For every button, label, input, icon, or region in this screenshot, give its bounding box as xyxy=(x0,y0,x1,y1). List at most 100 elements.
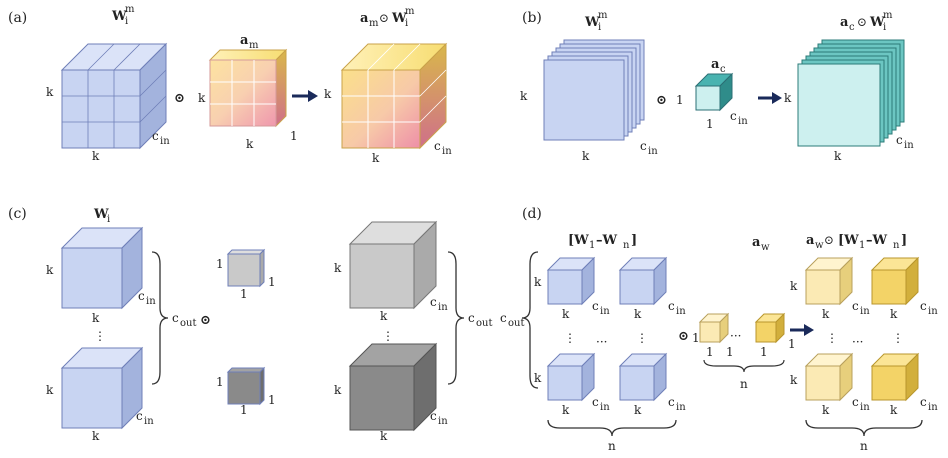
d-weight-cube-2-front xyxy=(619,269,655,305)
panel-b-weight-sup: m xyxy=(598,10,608,21)
panel-a-res-cin: c xyxy=(434,139,441,153)
panel-a-res-w: W xyxy=(391,11,407,26)
a-grid-side xyxy=(139,69,167,97)
panel-b-label: (b) xyxy=(522,10,542,26)
panel-c-res-cin-sub-top: in xyxy=(438,302,448,313)
panel-a-res-w-sup: m xyxy=(405,6,415,17)
panel-b-cin: c xyxy=(640,139,647,153)
panel-d-res-cin-r1c1: c xyxy=(852,299,859,313)
d-res-cube-4-front xyxy=(871,365,907,401)
panel-d-res-cin-sub-r1c1: in xyxy=(860,306,870,317)
panel-d-cin-sub-r2c2: in xyxy=(676,402,686,413)
panel-d-group-open: [W xyxy=(568,233,589,248)
a-res-front xyxy=(341,69,421,149)
panel-d-k-left-r1c1: k xyxy=(534,275,542,289)
d-res-cube-1-front xyxy=(805,269,841,305)
panel-c-cin-bottom: c xyxy=(136,409,143,423)
d-res-cube-3 xyxy=(804,352,854,402)
c-weight-bottom-front xyxy=(61,367,123,429)
panel-c-cin-top: c xyxy=(138,289,145,303)
panel-a-attn-k-left: k xyxy=(198,91,206,105)
d-attn-last xyxy=(754,312,786,344)
panel-d-k-bottom-r2c1: k xyxy=(562,403,570,417)
d-attn-first xyxy=(698,312,730,344)
panel-a-res-op: ⊙ xyxy=(379,11,389,25)
panel-d-attn-n: n xyxy=(740,377,748,391)
panel-d-result-grid xyxy=(804,256,920,402)
panel-c-odot: ⊙ xyxy=(200,313,211,328)
panel-c-cin-sub-bottom: in xyxy=(144,416,154,427)
panel-a-attention-map xyxy=(208,48,288,128)
panel-d-res-k-bottom-r1c2: k xyxy=(890,307,898,321)
panel-d-res-sub2: n xyxy=(893,240,900,251)
panel-c-res-k-bottom-bottom: k xyxy=(380,429,388,443)
panel-b-weight-title: W i m xyxy=(584,10,608,33)
panel-c-attn-bottom-one-left: 1 xyxy=(216,375,224,389)
panel-d-res-cin-r2c2: c xyxy=(920,395,927,409)
panel-a: (a) W i m k k c in ⊙ a m k k 1 a m ⊙ W xyxy=(8,4,452,165)
panel-d-cin-r2c2: c xyxy=(668,395,675,409)
panel-d-brace-left xyxy=(521,251,539,389)
c-attn-top xyxy=(226,248,266,288)
panel-b-attention-title: a c xyxy=(711,57,726,75)
panel-d-res-k-left-r2: k xyxy=(790,373,798,387)
panel-c-attn-bottom xyxy=(226,366,266,406)
panel-b-odot: ⊙ xyxy=(656,93,667,108)
panel-c: (c) W i k k c in ⋮ k k c in c out ⊙ 1 1 … xyxy=(8,206,492,443)
panel-d-arrow xyxy=(790,324,814,336)
panel-b-res-w-sup: m xyxy=(883,10,893,21)
panel-d-odot: ⊙ xyxy=(678,329,689,344)
panel-d-res-cin-r2c1: c xyxy=(852,395,859,409)
panel-a-attn-k-bottom: k xyxy=(246,137,254,151)
c-attn-top-side xyxy=(259,248,265,288)
panel-d-attn-one-right: 1 xyxy=(788,337,796,351)
panel-c-res-cin-sub-bottom: in xyxy=(438,416,448,427)
panel-c-k-bottom-top: k xyxy=(92,311,100,325)
a-weight-cube xyxy=(60,42,168,150)
panel-b-attn-cin: c xyxy=(730,109,737,123)
b-res-slice xyxy=(797,63,881,147)
panel-d-n-left: n xyxy=(608,439,616,453)
panel-b-result-stack xyxy=(797,39,905,147)
panel-c-k-left-top: k xyxy=(46,263,54,277)
c-attn-bottom-side xyxy=(259,366,265,406)
a-grid-top xyxy=(87,43,115,71)
panel-d-vdots-c2: ⋮ xyxy=(636,331,648,345)
panel-d-res-k-bottom-r1c1: k xyxy=(822,307,830,321)
panel-d-cin-sub-r1c2: in xyxy=(676,306,686,317)
panel-d-attention-scalars xyxy=(698,312,786,344)
d-weight-cube-3-front xyxy=(547,365,583,401)
panel-d-res-a: a xyxy=(806,233,815,248)
a-weight-cube-front xyxy=(61,69,141,149)
a-grid-top xyxy=(113,43,141,71)
panel-d-attn-one-b3: 1 xyxy=(760,345,768,359)
a-res-grid-side xyxy=(419,95,447,123)
c-res-top xyxy=(348,220,438,310)
panel-b-weight-stack xyxy=(543,39,645,141)
panel-d-vdots-c1: ⋮ xyxy=(564,331,576,345)
panel-b-result-title: a c ⊙ W i m xyxy=(840,10,893,33)
d-weight-cube-4 xyxy=(618,352,668,402)
panel-b-weight-sub: i xyxy=(598,22,601,33)
panel-a-weight-w: W xyxy=(111,9,127,24)
panel-d-k-bottom-r1c1: k xyxy=(562,307,570,321)
panel-a-res-k-left: k xyxy=(324,87,332,101)
panel-d-res-sub1: 1 xyxy=(859,240,865,251)
panel-a-result-cube xyxy=(340,42,448,150)
panel-b-attn-cin-sub: in xyxy=(738,116,748,127)
panel-a-label: (a) xyxy=(8,10,27,26)
d-res-cube-2 xyxy=(870,256,920,306)
panel-d-hdots: ··· xyxy=(596,335,607,349)
panel-a-odot: ⊙ xyxy=(174,91,185,106)
panel-b-cin-sub: in xyxy=(648,146,658,157)
panel-d-res-k-bottom-r2c1: k xyxy=(822,403,830,417)
c-res-bottom xyxy=(348,342,438,432)
panel-c-res-k-bottom-top: k xyxy=(380,309,388,323)
panel-d-attn-one-left: 1 xyxy=(692,331,700,345)
panel-d-cin-r1c2: c xyxy=(668,299,675,313)
d-weight-cube-2 xyxy=(618,256,668,306)
panel-c-vdots-right: ⋮ xyxy=(382,329,394,343)
panel-d-brace-bottom-right xyxy=(805,419,923,437)
panel-d-res-vdots-c1: ⋮ xyxy=(826,331,838,345)
panel-d-group-sub2: n xyxy=(623,240,630,251)
